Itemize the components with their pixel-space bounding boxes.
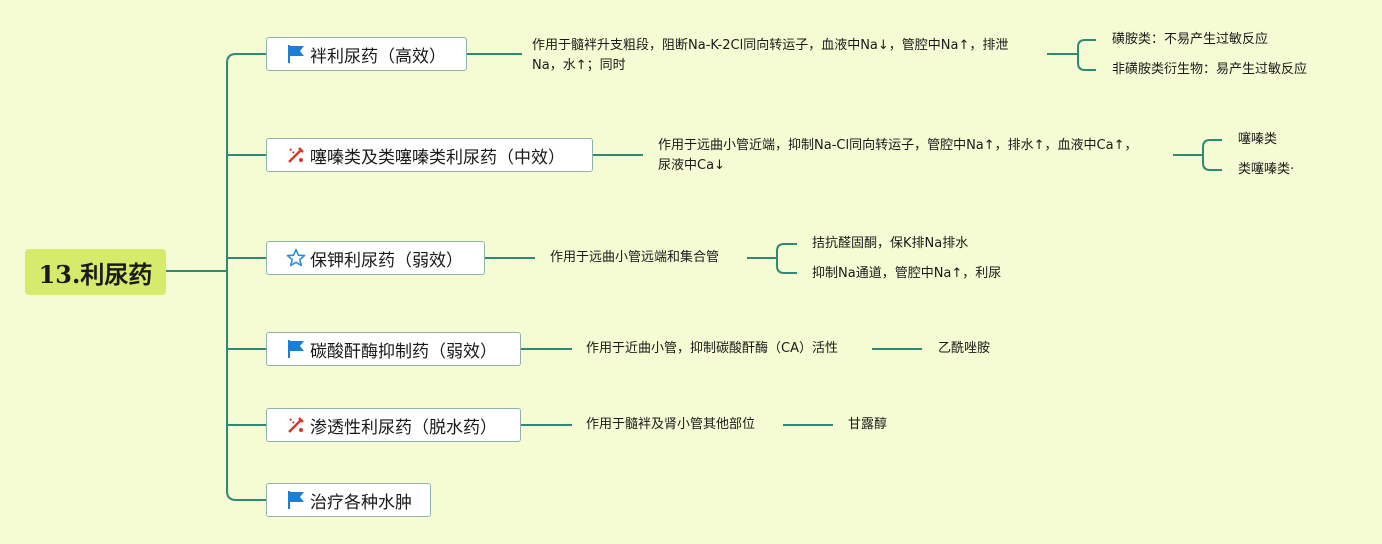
topic-label: 袢利尿药（高效） (310, 46, 446, 67)
subtopic-sulfonamides[interactable]: 磺胺类：不易产生过敏反应 (1112, 32, 1269, 47)
description-line: 作用于髓袢升支粗段，阻断Na-K-2Cl同向转运子，血液中Na↓，管腔中Na↑，… (532, 38, 1009, 53)
root-title: 13.利尿药 (38, 259, 153, 289)
subtopic-na-channel-blocker[interactable]: 抑制Na通道，管腔中Na↑，利尿 (812, 266, 1002, 281)
branch-1-description: 作用于髓袢升支粗段，阻断Na-K-2Cl同向转运子，血液中Na↓，管腔中Na↑，… (532, 36, 1008, 76)
subtopic-acetazolamide[interactable]: 乙酰唑胺 (938, 341, 991, 356)
branch-2-description: 作用于远曲小管近端，抑制Na-Cl同向转运子，管腔中Na↑，排水↑，血液中Ca↑… (658, 136, 1137, 176)
topic-loop-diuretics[interactable]: 袢利尿药（高效） (266, 37, 467, 71)
root-topic[interactable]: 13.利尿药 (25, 249, 166, 295)
branch-4-description: 作用于近曲小管，抑制碳酸酐酶（CA）活性 (586, 341, 838, 356)
topic-label: 保钾利尿药（弱效） (310, 250, 463, 271)
branch-3-description: 作用于远曲小管远端和集合管 (550, 250, 720, 265)
flag-icon (285, 338, 307, 360)
subtopic-non-sulfonamides[interactable]: 非磺胺类衍生物：易产生过敏反应 (1112, 62, 1308, 77)
subtopic-mannitol[interactable]: 甘露醇 (848, 417, 888, 432)
topic-label: 碳酸酐酶抑制药（弱效） (310, 341, 497, 362)
subtopic-aldosterone-antagonist[interactable]: 拮抗醛固酮，保K排Na排水 (812, 236, 969, 251)
description-line: Na，水↑；同时 (532, 58, 626, 73)
flag-icon (285, 43, 307, 65)
subtopic-thiazides[interactable]: 噻嗪类 (1238, 132, 1278, 147)
description-line: 作用于远曲小管近端，抑制Na-Cl同向转运子，管腔中Na↑，排水↑，血液中Ca↑… (658, 138, 1138, 153)
description-line: 尿液中Ca↓ (658, 158, 725, 173)
topic-carbonic-anhydrase-inhibitors[interactable]: 碳酸酐酶抑制药（弱效） (266, 332, 521, 366)
topic-treat-edema[interactable]: 治疗各种水肿 (266, 483, 431, 517)
topic-label: 噻嗪类及类噻嗪类利尿药（中效） (310, 147, 565, 168)
tools-icon (285, 414, 307, 436)
subtopic-thiazide-like[interactable]: 类噻嗪类· (1238, 162, 1295, 177)
topic-potassium-sparing[interactable]: 保钾利尿药（弱效） (266, 241, 485, 275)
flag-icon (285, 489, 307, 511)
topic-thiazide-diuretics[interactable]: 噻嗪类及类噻嗪类利尿药（中效） (266, 138, 593, 172)
tools-icon (285, 144, 307, 166)
topic-label: 治疗各种水肿 (310, 492, 412, 513)
star-icon (285, 247, 307, 269)
topic-osmotic-diuretics[interactable]: 渗透性利尿药（脱水药） (266, 408, 521, 442)
topic-label: 渗透性利尿药（脱水药） (310, 417, 497, 438)
branch-5-description: 作用于髓袢及肾小管其他部位 (586, 417, 756, 432)
